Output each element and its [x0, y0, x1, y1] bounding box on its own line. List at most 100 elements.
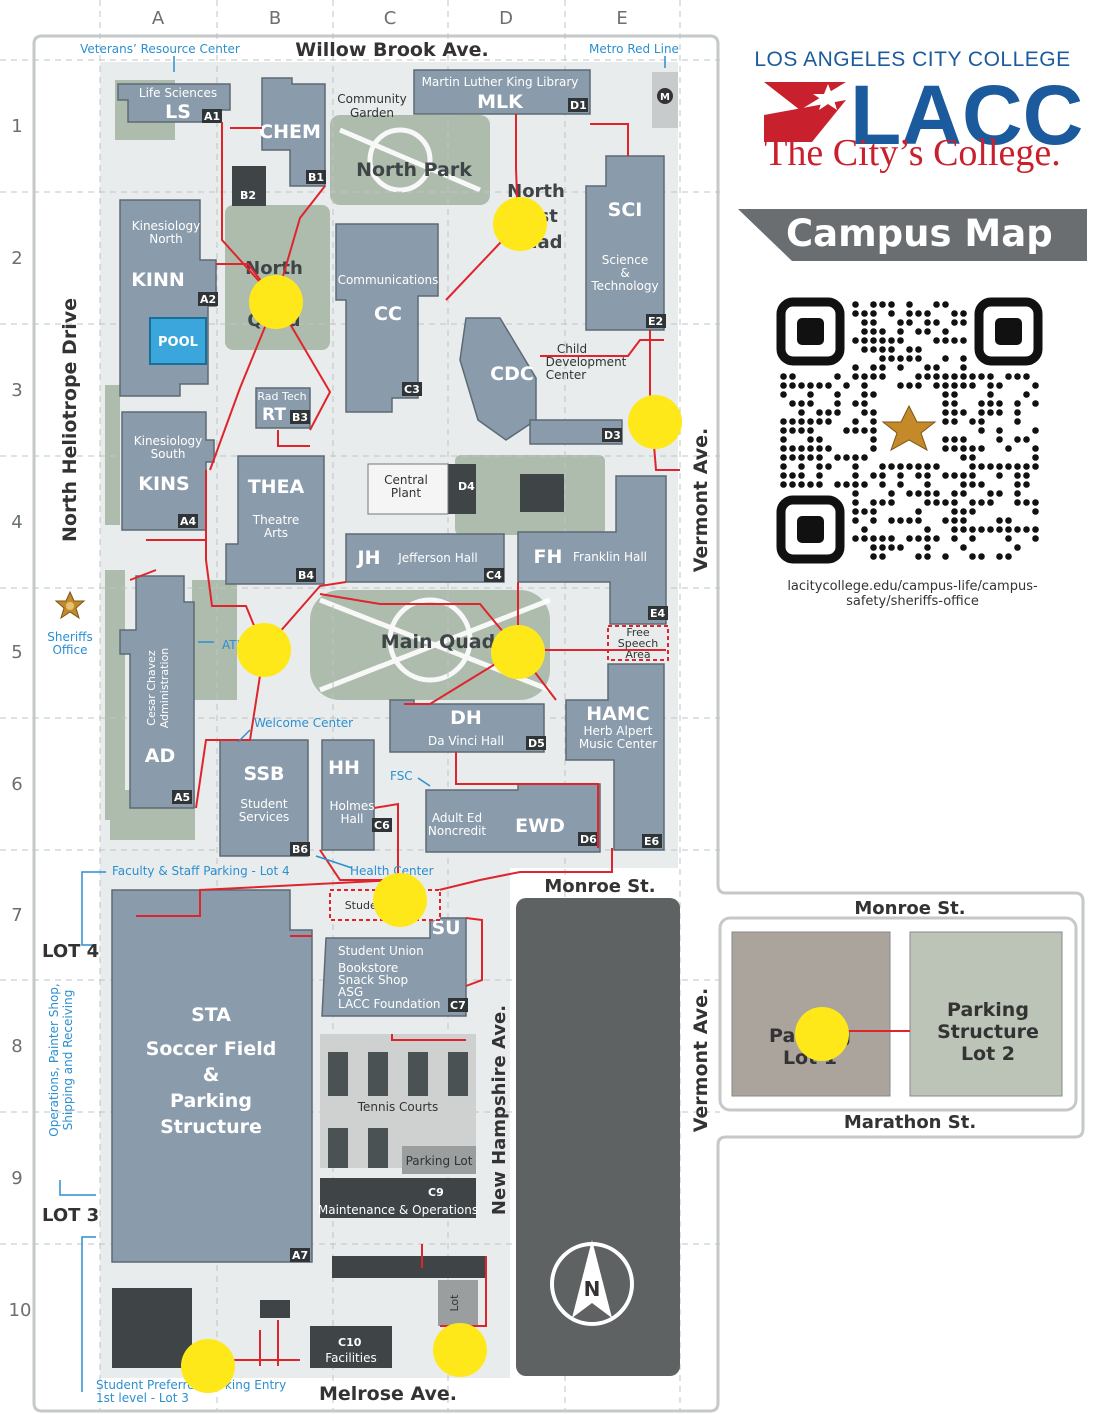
pool: [149, 317, 207, 365]
svg-text:D1: D1: [570, 99, 587, 112]
building-sci[interactable]: [585, 155, 665, 331]
svg-text:A4: A4: [180, 515, 197, 528]
marker-northeast-quad[interactable]: [493, 197, 547, 251]
building-ad[interactable]: [119, 575, 195, 809]
parking-structure-lot-2[interactable]: [909, 931, 1063, 1097]
thea-name-1: Theatre: [252, 513, 299, 527]
building-hh[interactable]: [321, 739, 375, 851]
row-3: 3: [11, 380, 22, 401]
building-cdc[interactable]: [459, 317, 537, 441]
metro-callout: Metro Red Line: [589, 42, 679, 56]
cdc-name-1: Child: [557, 342, 587, 356]
free-speech-3: Area: [625, 648, 650, 661]
col-c: C: [384, 8, 397, 29]
parking-lot-2-label-2: Structure: [937, 1021, 1039, 1043]
parking-lot-2-label: Parking: [947, 999, 1029, 1021]
community-garden-2: Garden: [350, 106, 394, 120]
marker-southwest[interactable]: [181, 1339, 235, 1393]
building-ssb[interactable]: [219, 739, 309, 857]
building-mlk[interactable]: [413, 69, 591, 115]
building-central-plant[interactable]: [367, 463, 449, 515]
building-utility[interactable]: [520, 474, 564, 512]
street-heliotrope: North Heliotrope Drive: [59, 298, 81, 542]
building-c10[interactable]: [310, 1326, 392, 1368]
hamc-name-1: Herb Alpert: [584, 724, 653, 738]
fh-code: FH: [534, 546, 563, 568]
campus-map-banner: [738, 209, 1087, 261]
building-hamc[interactable]: [565, 663, 665, 851]
svg-text:A2: A2: [200, 293, 216, 306]
hh-name-2: Hall: [340, 812, 363, 826]
marker-main-quad[interactable]: [491, 625, 545, 679]
building-thea[interactable]: [225, 455, 325, 585]
building-kins[interactable]: [121, 411, 215, 531]
free-speech-area[interactable]: [607, 625, 669, 661]
building-fh[interactable]: [517, 475, 667, 625]
college-tagline: The City’s College.: [764, 132, 1061, 174]
svg-text:C3: C3: [404, 383, 420, 396]
col-e: E: [616, 8, 627, 29]
qr-code[interactable]: [776, 297, 1043, 564]
building-ewd[interactable]: [425, 783, 601, 853]
svg-text:D3: D3: [604, 429, 621, 442]
main-quad-label: Main Quad: [381, 631, 495, 653]
kins-code: KINS: [138, 473, 189, 495]
su-code: SU: [431, 917, 460, 939]
tennis-label: Tennis Courts: [357, 1100, 439, 1114]
sta-name-1: Soccer Field: [146, 1038, 277, 1060]
c9-name: Maintenance & Operations: [318, 1203, 478, 1217]
building-jh[interactable]: [345, 533, 505, 583]
row-8: 8: [11, 1036, 22, 1057]
grid-row-labels: 1 2 3 4 5 6 7 8 9 10: [9, 116, 32, 1321]
building-sta[interactable]: [111, 889, 313, 1263]
svg-text:E4: E4: [650, 607, 666, 620]
grid-codes: A1 B1 B2 D1 E2 A2 C3 B3 D3 A4 D4 B4 C4 E…: [172, 98, 668, 1349]
street-vermont-south: Vermont Ave.: [690, 988, 712, 1133]
ls-name: Life Sciences: [139, 86, 217, 100]
svg-text:B2: B2: [240, 189, 256, 202]
north-quad-label-1: North: [245, 258, 303, 279]
building-c9[interactable]: [320, 1178, 476, 1218]
ssb-code: SSB: [244, 763, 285, 785]
svg-text:C6: C6: [374, 819, 390, 832]
qr-sheriff-star-icon: [881, 404, 937, 452]
row-9: 9: [11, 1168, 22, 1189]
row-4: 4: [11, 512, 22, 533]
marker-atm[interactable]: [237, 623, 291, 677]
building-southwest[interactable]: [112, 1288, 192, 1368]
chem-code: CHEM: [259, 121, 321, 143]
parking-lot-2-label-3: Lot 2: [961, 1043, 1015, 1065]
marker-lot-1[interactable]: [795, 1007, 849, 1061]
side-lot[interactable]: [438, 1280, 478, 1326]
kinn-code: KINN: [131, 269, 185, 291]
grid-column-labels: A B C D E: [152, 8, 628, 29]
cdc-name-2: Development: [546, 355, 627, 369]
sci-name-3: Technology: [590, 279, 658, 293]
svg-text:B1: B1: [308, 171, 324, 184]
ewd-name-1: Adult Ed: [432, 811, 482, 825]
building-south-small[interactable]: [260, 1300, 290, 1318]
rt-code: RT: [262, 405, 286, 425]
mlk-code: MLK: [477, 91, 524, 113]
callout-arrows: [59, 56, 666, 1392]
pool-label: POOL: [158, 335, 198, 350]
building-central-plant-dark[interactable]: [446, 464, 476, 514]
hamc-code: HAMC: [586, 703, 649, 725]
svg-text:B3: B3: [292, 411, 308, 424]
marker-student-union[interactable]: [373, 873, 427, 927]
building-cc[interactable]: [335, 223, 439, 413]
building-south-strip[interactable]: [332, 1256, 486, 1278]
parking-lot-small[interactable]: [402, 1146, 476, 1174]
health-callout: Health Center: [350, 864, 434, 878]
building-dh[interactable]: [389, 699, 545, 753]
hamc-name-2: Music Center: [579, 737, 657, 751]
marker-north-quad[interactable]: [249, 275, 303, 329]
svg-text:C7: C7: [450, 999, 466, 1012]
marker-cdc[interactable]: [628, 395, 682, 449]
marker-southeast[interactable]: [433, 1323, 487, 1377]
qr-url[interactable]: lacitycollege.edu/campus-life/campus-saf…: [787, 579, 1038, 609]
building-b2[interactable]: [232, 166, 266, 206]
operations-callout-1: Operations, Painter Shop,: [47, 983, 61, 1136]
lot4-label: LOT 4: [42, 941, 99, 962]
